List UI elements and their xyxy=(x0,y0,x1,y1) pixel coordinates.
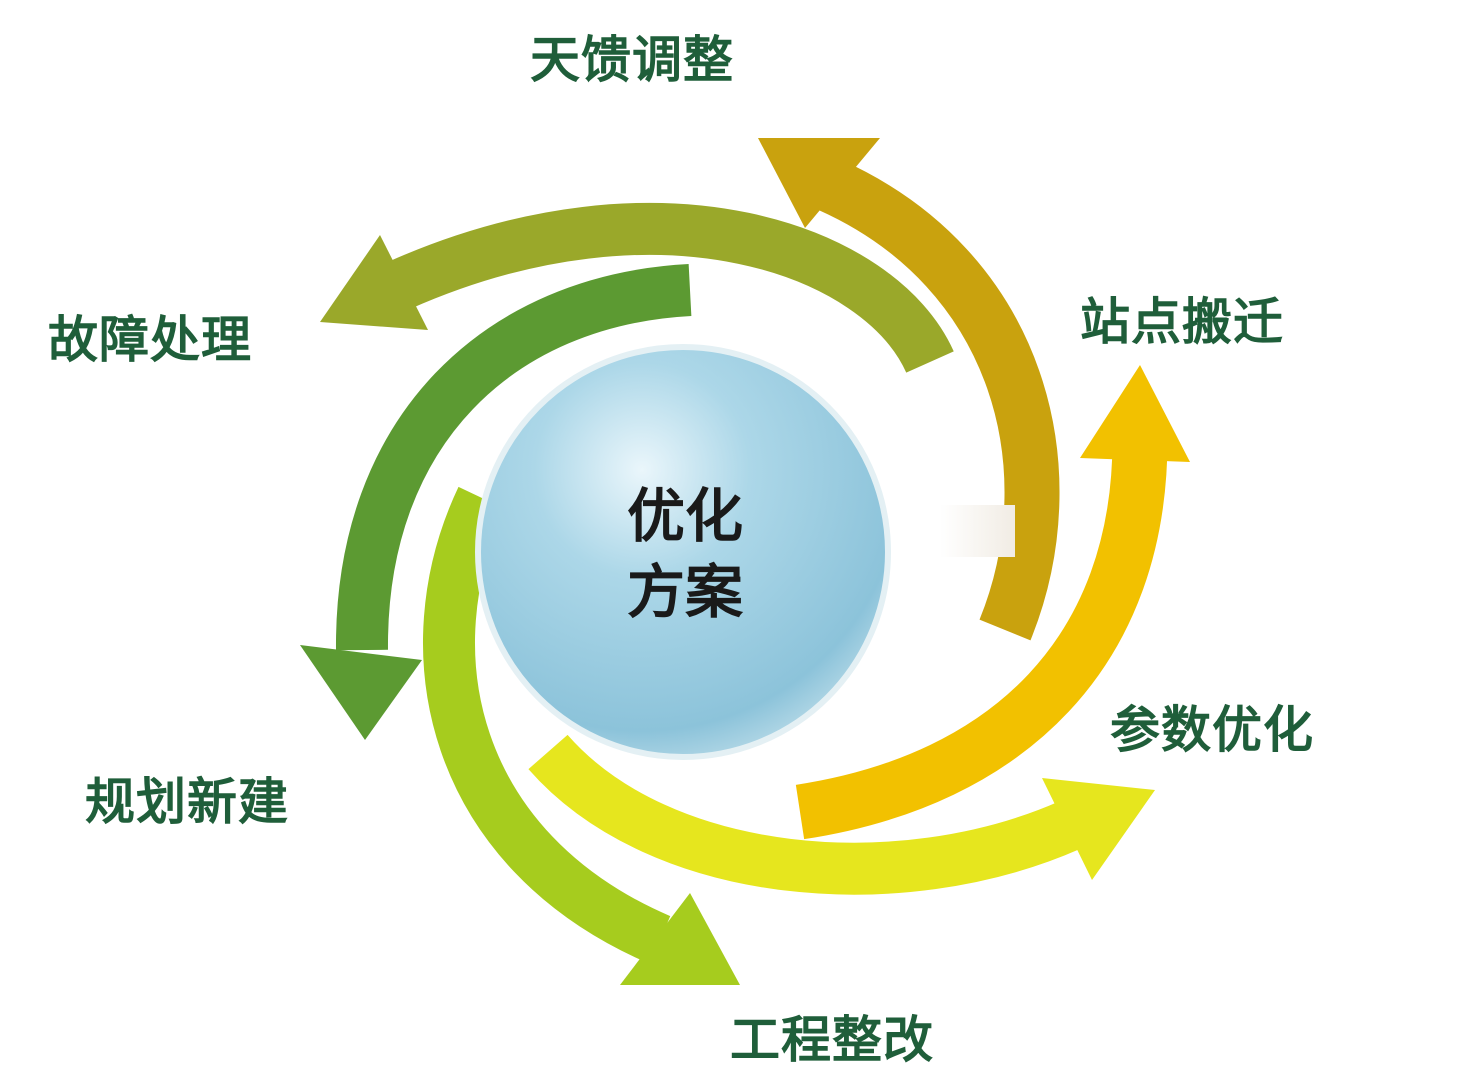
label-antenna-adjustment: 天馈调整 xyxy=(530,31,734,89)
center-label: 优化 方案 xyxy=(600,478,770,630)
label-planning-construction: 规划新建 xyxy=(85,773,289,831)
arrow-planning-construction xyxy=(300,264,692,740)
arrow-antenna-adjustment xyxy=(758,138,1060,641)
arrow-site-relocation xyxy=(795,365,1190,840)
arrow-parameter-optimization xyxy=(528,734,1155,895)
arrow-fault-handling xyxy=(320,202,954,374)
arrow-engineering-rectification xyxy=(423,486,740,985)
label-parameter-optimization: 参数优化 xyxy=(1110,701,1314,759)
label-engineering-rectification: 工程整改 xyxy=(730,1011,934,1069)
background-patch xyxy=(940,505,1015,557)
label-fault-handling: 故障处理 xyxy=(48,311,252,369)
center-sphere xyxy=(475,344,891,760)
label-site-relocation: 站点搬迁 xyxy=(1080,293,1284,351)
center-line-1: 优化 xyxy=(626,482,743,550)
center-line-2: 方案 xyxy=(626,558,743,626)
